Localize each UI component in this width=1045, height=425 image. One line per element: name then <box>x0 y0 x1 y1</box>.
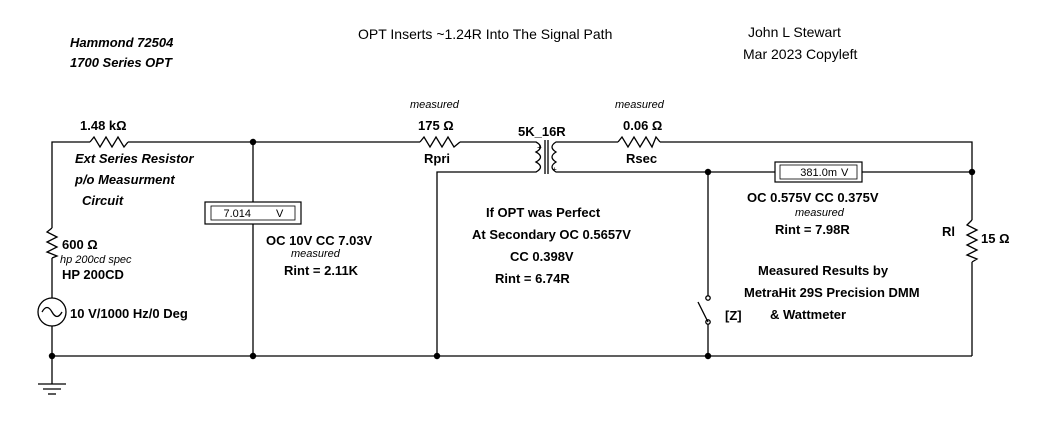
series-resistor-value: 1.48 kΩ <box>80 118 127 133</box>
secondary-rint: Rint = 7.98R <box>775 222 850 237</box>
date-line: Mar 2023 Copyleft <box>743 46 858 62</box>
junction-dots <box>48 138 976 360</box>
rsec-measured-tag: measured <box>615 99 665 111</box>
rsec-resistor-symbol <box>617 135 661 149</box>
primary-voltmeter: 7.014 V <box>204 201 302 225</box>
model-line-2: 1700 Series OPT <box>70 55 173 70</box>
source-resistor-value: 600 Ω <box>62 237 98 252</box>
author: John L Stewart <box>748 24 841 40</box>
model-line-1: Hammond 72504 <box>70 35 174 50</box>
wiring <box>38 141 973 395</box>
primary-oc-cc: OC 10V CC 7.03V <box>266 233 373 248</box>
primary-rint: Rint = 2.11K <box>284 263 359 278</box>
perfect-note-line-1: If OPT was Perfect <box>486 205 601 220</box>
rpri-measured-tag: measured <box>410 99 460 111</box>
secondary-voltmeter: 381.0m V <box>774 161 863 183</box>
primary-meter-reading: 7.014 <box>223 208 251 220</box>
series-resistor-note-3: Circuit <box>82 193 124 208</box>
secondary-measured-tag: measured <box>795 207 845 219</box>
series-resistor-symbol <box>89 135 129 149</box>
series-resistor-note-2: p/o Measurment <box>74 172 175 187</box>
rpri-name: Rpri <box>424 151 450 166</box>
perfect-note-line-3: CC 0.398V <box>510 249 574 264</box>
headline: OPT Inserts ~1.24R Into The Signal Path <box>358 26 612 42</box>
transformer-dot-left: + <box>537 143 542 152</box>
rsec-name: Rsec <box>626 151 657 166</box>
source-resistor-symbol <box>45 227 59 259</box>
results-note-line-2: MetraHit 29S Precision DMM <box>744 285 920 300</box>
perfect-note-line-4: Rint = 6.74R <box>495 271 570 286</box>
secondary-oc-cc: OC 0.575V CC 0.375V <box>747 190 879 205</box>
series-resistor-note-1: Ext Series Resistor <box>75 151 194 166</box>
perfect-note-line-2: At Secondary OC 0.5657V <box>472 227 631 242</box>
results-note-line-3: & Wattmeter <box>770 307 846 322</box>
ac-source-label: 10 V/1000 Hz/0 Deg <box>70 306 188 321</box>
switch-symbol <box>697 295 711 325</box>
ac-source-symbol <box>37 297 67 327</box>
load-value: 15 Ω <box>981 231 1010 246</box>
results-note-line-1: Measured Results by <box>758 263 889 278</box>
load-resistor-symbol <box>965 219 979 263</box>
rpri-resistor-symbol <box>419 135 461 149</box>
transformer-name: 5K_16R <box>518 124 566 139</box>
transformer-symbol <box>530 140 560 174</box>
secondary-meter-reading: 381.0m <box>800 167 837 179</box>
primary-meter-unit: V <box>276 208 284 220</box>
transformer-dot-right: + <box>552 165 557 174</box>
switch-key: [Z] <box>725 308 742 323</box>
source-model: HP 200CD <box>62 267 124 282</box>
rpri-value: 175 Ω <box>418 118 454 133</box>
primary-measured-tag: measured <box>291 248 341 260</box>
load-name: Rl <box>942 224 955 239</box>
source-resistor-spec: hp 200cd spec <box>60 254 132 266</box>
rsec-value: 0.06 Ω <box>623 118 662 133</box>
secondary-meter-unit: V <box>841 167 849 179</box>
